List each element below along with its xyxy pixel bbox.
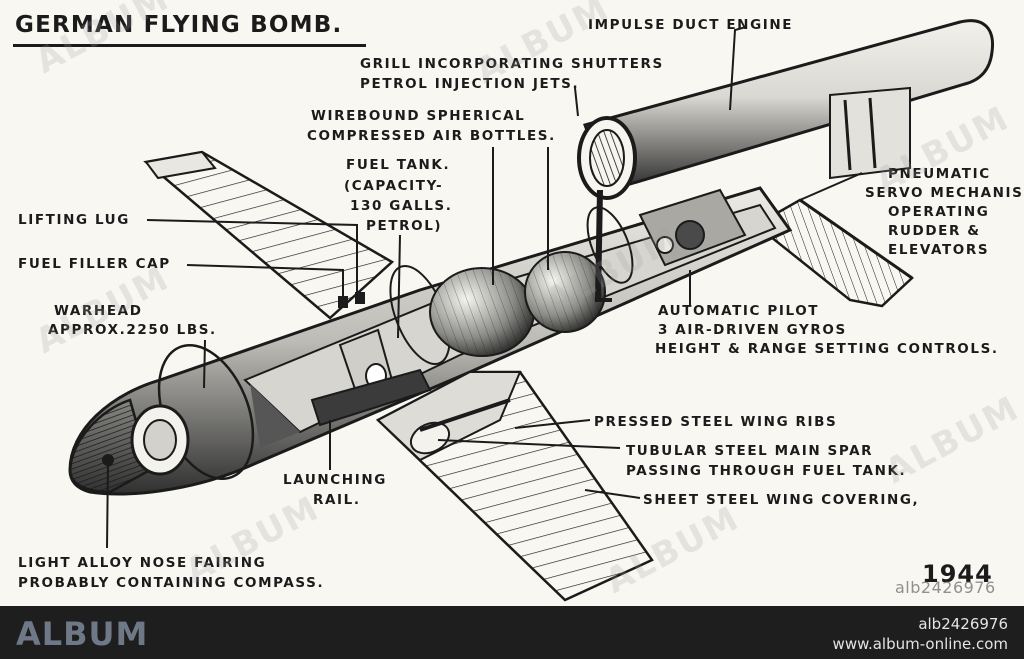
leader-lines [106,26,863,549]
label-air-bottles-line1: WIREBOUND SPHERICAL [311,108,526,124]
label-lifting-lug: LIFTING LUG [18,212,130,228]
nose-fairing [68,398,190,494]
label-warhead-line2: APPROX.2250 LBS. [48,322,217,338]
fuel-filler-pipe [310,292,432,427]
label-autopilot-line3: HEIGHT & RANGE SETTING CONTROLS. [655,341,999,357]
label-servo-line1: PNEUMATIC [888,166,991,182]
label-fuel-tank-line3: 130 GALLS. [350,198,453,214]
label-wing-ribs: PRESSED STEEL WING RIBS [594,414,838,430]
reference-id: alb2426976 [918,615,1008,633]
label-fuel-filler-cap: FUEL FILLER CAP [18,256,171,272]
illustration-canvas: GERMAN FLYING BOMB. IMPULSE DUCT ENGINE … [13,0,1024,602]
watermark-image-id: alb2426976 [895,578,996,597]
title-underline [13,44,366,47]
year-label: 1944 [922,560,993,588]
autopilot-mechanism [638,188,747,267]
label-nose-line2: PROBABLY CONTAINING COMPASS. [18,575,325,591]
label-grill-line2: PETROL INJECTION JETS. [360,76,580,92]
label-autopilot-line2: 3 AIR-DRIVEN GYROS [658,322,847,338]
label-spar-line2: PASSING THROUGH FUEL TANK. [626,463,907,479]
air-bottles [429,251,606,357]
label-spar-line1: TUBULAR STEEL MAIN SPAR [626,443,874,459]
label-autopilot-line1: AUTOMATIC PILOT [658,303,820,319]
label-servo-line2: SERVO MECHANISM [865,185,1024,201]
footer-bar: ALBUM alb2426976 www.album-online.com [0,606,1024,659]
label-fuel-tank-line2: (CAPACITY- [344,178,444,194]
label-fuel-tank-line4: PETROL) [366,218,443,234]
label-launching-rail-line1: LAUNCHING [283,472,387,488]
website-link[interactable]: www.album-online.com [832,635,1008,653]
footer-reference: alb2426976 www.album-online.com [833,614,1008,654]
diagram-title: GERMAN FLYING BOMB. [15,12,343,38]
album-logo[interactable]: ALBUM [16,615,149,653]
label-launching-rail-line2: RAIL. [313,492,361,508]
flying-bomb-cutaway-drawing [68,19,995,602]
label-grill-line1: GRILL INCORPORATING SHUTTERS [360,56,664,72]
left-wing [143,150,395,320]
label-servo-line3: OPERATING [888,204,990,220]
label-nose-line1: LIGHT ALLOY NOSE FAIRING [18,555,267,571]
label-wing-covering: SHEET STEEL WING COVERING, [643,492,920,508]
label-air-bottles-line2: COMPRESSED AIR BOTTLES. [307,128,556,144]
label-fuel-tank-line1: FUEL TANK. [346,157,451,173]
tail-plane [753,198,914,308]
label-servo-line5: ELEVATORS [888,242,990,258]
label-servo-line4: RUDDER & [888,223,981,239]
label-warhead-line1: WARHEAD [54,303,143,319]
label-impulse-duct-engine: IMPULSE DUCT ENGINE [588,17,794,33]
impulse-duct-engine [577,19,995,302]
right-wing [375,370,654,602]
